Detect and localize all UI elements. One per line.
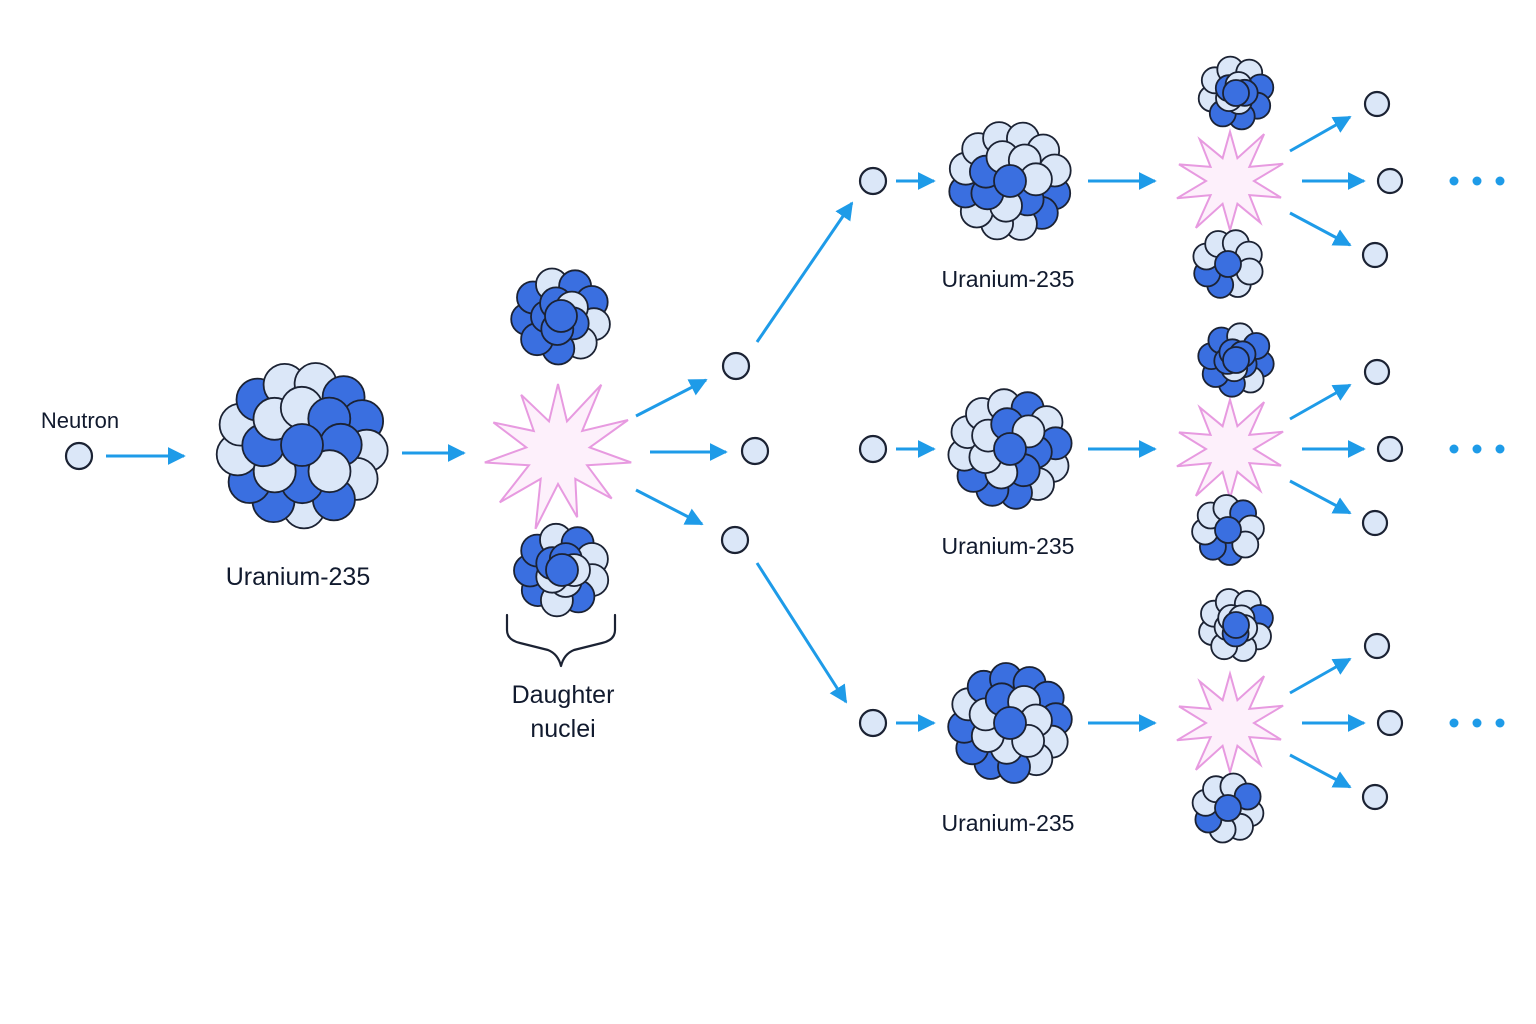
fission-burst-icon xyxy=(484,383,632,530)
uranium-235-nucleus xyxy=(948,121,1072,241)
row-neutron xyxy=(858,434,888,464)
daughter-label-line2: nuclei xyxy=(530,715,595,743)
arrow-release xyxy=(1289,115,1352,153)
daughter-nucleus-bottom xyxy=(1191,772,1265,844)
arrow-release xyxy=(1289,211,1352,247)
arrow-release xyxy=(1289,479,1352,515)
arrow-branch-up xyxy=(755,201,854,343)
fission-burst-icon xyxy=(1176,127,1284,235)
released-neutron xyxy=(1361,783,1389,811)
released-neutron xyxy=(1363,358,1391,386)
proton xyxy=(1214,250,1242,278)
proton xyxy=(1214,794,1242,822)
ellipsis-dot xyxy=(1495,718,1505,728)
proton xyxy=(993,164,1027,198)
neutron-label: Neutron xyxy=(41,408,119,433)
incoming-neutron xyxy=(64,441,94,471)
arrow-release-1 xyxy=(635,378,708,418)
released-neutron-2 xyxy=(740,436,770,466)
daughter-nucleus-top xyxy=(510,267,611,366)
daughter-label-line1: Daughter xyxy=(512,681,615,709)
proton xyxy=(993,706,1027,740)
row-neutron xyxy=(858,708,888,738)
released-neutron-1 xyxy=(721,351,751,381)
proton xyxy=(993,432,1027,466)
ellipsis-dot xyxy=(1495,176,1505,186)
proton xyxy=(1222,346,1250,374)
released-neutron xyxy=(1363,90,1391,118)
daughter-nucleus-top xyxy=(1197,55,1275,131)
arrow-release xyxy=(1289,753,1352,789)
proton xyxy=(545,553,579,587)
ellipsis-dot xyxy=(1472,718,1482,728)
ellipsis-dot xyxy=(1495,444,1505,454)
released-neutron xyxy=(1361,241,1389,269)
proton xyxy=(1222,611,1250,639)
arrow-release-3 xyxy=(635,488,704,526)
proton xyxy=(1214,516,1242,544)
uranium-235-nucleus xyxy=(947,662,1073,784)
released-neutron xyxy=(1361,509,1389,537)
released-neutron xyxy=(1376,709,1404,737)
continuation-ellipsis: ... xyxy=(1449,176,1505,186)
arrow-release xyxy=(1289,657,1352,695)
daughter-nucleus-bottom xyxy=(513,522,610,618)
continuation-ellipsis: ... xyxy=(1449,444,1505,454)
released-neutron xyxy=(1363,632,1391,660)
continuation-ellipsis: ... xyxy=(1449,718,1505,728)
chain-row-1: Uranium-235... xyxy=(858,55,1505,299)
proton xyxy=(280,423,324,467)
arrow-branch-down xyxy=(755,562,848,704)
released-neutron xyxy=(1376,167,1404,195)
daughter-brace xyxy=(505,613,617,668)
released-neutron xyxy=(1376,435,1404,463)
chain-row-2: Uranium-235... xyxy=(858,322,1505,566)
ellipsis-dot xyxy=(1472,176,1482,186)
daughter-nucleus-top xyxy=(1198,588,1274,662)
uranium-label: Uranium-235 xyxy=(942,266,1075,292)
ellipsis-dot xyxy=(1449,176,1459,186)
ellipsis-dot xyxy=(1449,718,1459,728)
fission-burst-icon xyxy=(1176,395,1284,503)
daughter-nucleus-top xyxy=(1197,322,1275,398)
released-neutron-3 xyxy=(720,525,750,555)
arrow-release xyxy=(1289,383,1352,421)
chain-row-3: Uranium-235... xyxy=(858,588,1505,844)
uranium-label: Uranium-235 xyxy=(942,810,1075,836)
uranium-main-label: Uranium-235 xyxy=(226,563,371,591)
uranium-235-nucleus xyxy=(947,388,1073,510)
row-neutron xyxy=(858,166,888,196)
ellipsis-dot xyxy=(1449,444,1459,454)
daughter-nucleus-bottom xyxy=(1192,229,1264,299)
uranium-235-nucleus xyxy=(215,362,389,530)
proton xyxy=(1222,79,1250,107)
daughter-nucleus-bottom xyxy=(1191,494,1265,566)
proton xyxy=(544,299,578,333)
neutron-particle xyxy=(307,449,352,494)
uranium-label: Uranium-235 xyxy=(942,533,1075,559)
ellipsis-dot xyxy=(1472,444,1482,454)
fission-burst-icon xyxy=(1176,669,1284,777)
